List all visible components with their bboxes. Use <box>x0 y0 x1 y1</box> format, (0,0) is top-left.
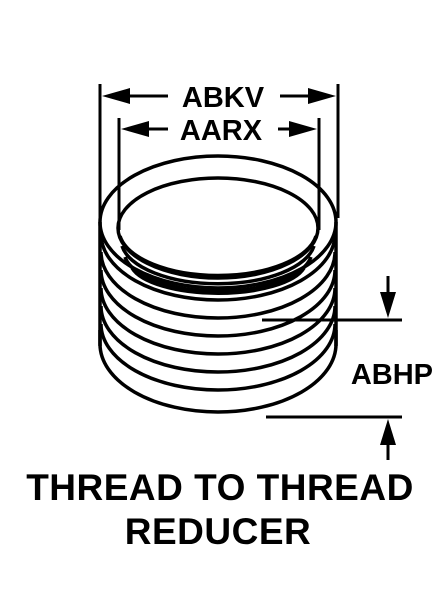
outer-diameter-dimension <box>98 84 340 218</box>
external-thread-crest <box>99 251 337 320</box>
height-arrowhead-bottom <box>380 419 396 445</box>
external-thread-crest <box>99 233 337 302</box>
outer-arrowhead-left <box>102 88 130 104</box>
outer-diameter-label: ABKV <box>182 82 265 114</box>
inner-arrowhead-right <box>289 121 317 137</box>
diagram-title-line-1: THREAD TO THREAD <box>26 467 414 508</box>
internal-thread <box>118 235 318 278</box>
top-inner-bore <box>116 176 320 280</box>
internal-thread <box>123 256 313 293</box>
external-thread-crest <box>99 287 337 356</box>
height-dimension <box>262 276 402 460</box>
external-thread-crest <box>99 305 337 374</box>
outer-arrowhead-right <box>308 88 336 104</box>
internal-thread <box>120 245 316 286</box>
internal-thread <box>130 267 306 295</box>
diagram-title-line-2: REDUCER <box>125 511 311 552</box>
external-thread-crest <box>99 269 337 338</box>
bottom-rim <box>98 330 338 414</box>
inner-diameter-label: AARX <box>180 115 263 147</box>
height-label: ABHP <box>351 359 433 391</box>
inner-arrowhead-left <box>121 121 149 137</box>
inner-diameter-dimension <box>117 118 321 230</box>
top-outer-rim <box>98 154 338 290</box>
reducer-body <box>98 154 338 414</box>
external-thread-crest <box>99 323 337 392</box>
height-arrowhead-top <box>380 292 396 318</box>
